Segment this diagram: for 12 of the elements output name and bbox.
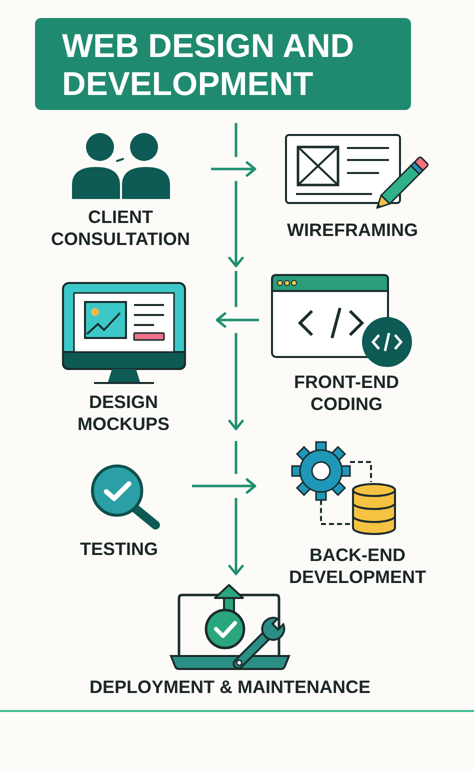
title: WEB DESIGN AND DEVELOPMENT <box>62 27 356 103</box>
step-label: DESIGN MOCKUPS <box>76 391 170 435</box>
step-label: WIREFRAMING <box>287 219 418 241</box>
step-label: DEPLOYMENT & MAINTENANCE <box>89 676 370 698</box>
arrow <box>216 312 259 328</box>
arrow <box>228 498 244 576</box>
arrow <box>211 161 256 177</box>
step-label: BACK-END DEVELOPMENT <box>288 544 427 588</box>
arrow <box>192 478 256 494</box>
step-label: FRONT-END CODING <box>293 371 400 415</box>
step-label: TESTING <box>80 538 158 560</box>
step-label: CLIENT CONSULTATION <box>50 206 191 250</box>
